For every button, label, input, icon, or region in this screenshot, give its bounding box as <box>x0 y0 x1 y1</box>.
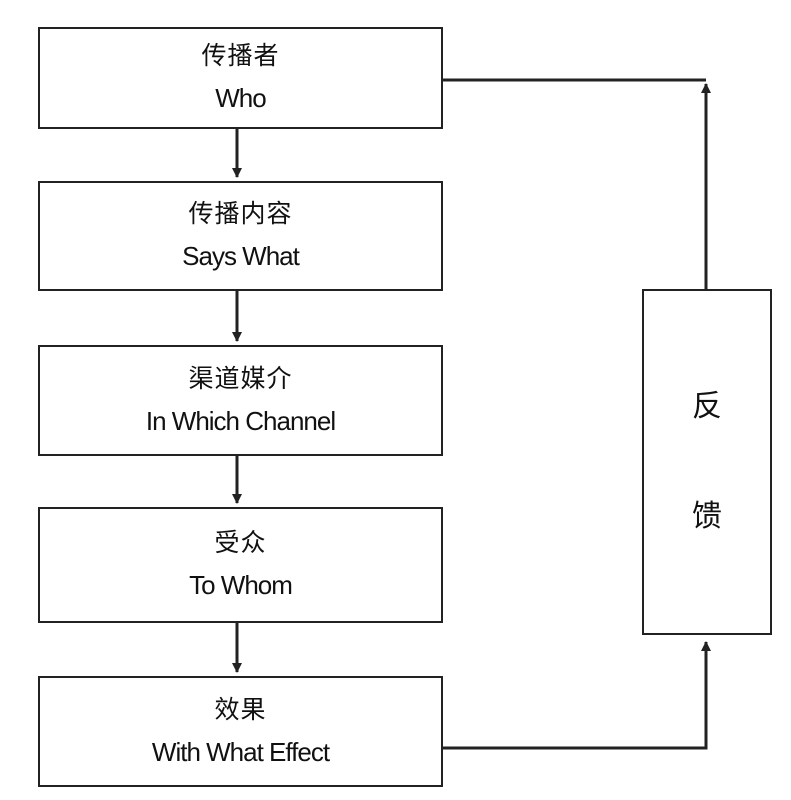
stage-box-channel: 渠道媒介 In Which Channel <box>38 345 443 456</box>
stage-label-en: In Which Channel <box>145 405 336 436</box>
stage-box-effect: 效果 With What Effect <box>38 676 443 787</box>
stage-label-zh: 传播内容 <box>188 199 293 228</box>
stage-box-who: 传播者 Who <box>38 27 443 129</box>
stage-label-zh: 传播者 <box>201 41 280 70</box>
feedback-input-line <box>441 641 711 750</box>
feedback-label-char-2: 馈 <box>692 499 722 534</box>
stage-label-en: To Whom <box>189 570 293 600</box>
stage-label-en: Who <box>215 83 266 113</box>
feedback-label-char-1: 反 <box>692 389 722 424</box>
stage-box-to-whom: 受众 To Whom <box>38 507 443 623</box>
stage-box-says-what: 传播内容 Says What <box>38 181 443 291</box>
stage-label-zh: 效果 <box>214 694 267 724</box>
feedback-box: 反 馈 <box>642 289 772 635</box>
stage-label-en: Says What <box>182 241 300 271</box>
stage-label-en: With What Effect <box>151 736 330 767</box>
stage-label-zh: 受众 <box>214 528 267 557</box>
stage-label-zh: 渠道媒介 <box>188 363 293 393</box>
